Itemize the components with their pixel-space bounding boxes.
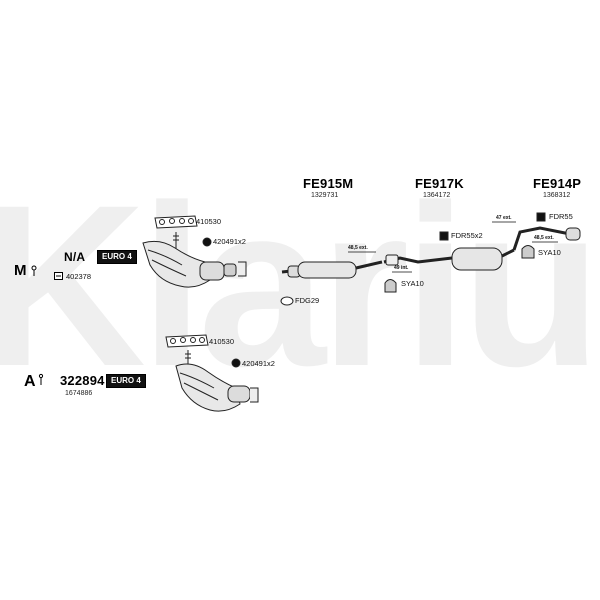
center-silencer-drawing [383,247,515,271]
svg-text:M: M [14,262,27,278]
sya10-left-drawing [384,279,397,293]
svg-text:A: A [24,373,36,388]
rear-pipe-oem: 1368312 [543,192,571,199]
rear-pipe-code: FE914P [533,176,582,191]
dim-label-1: 48,5 ext. [348,245,368,251]
nut-bottom-drawing [231,358,241,368]
dim-label-2: 49 int. [394,265,409,271]
manifold-catalyst-top-drawing [142,240,247,288]
fdr55-drawing [536,212,546,222]
rear-pipe-drawing [512,226,581,251]
auto-part-code: 322894 [60,373,105,388]
manifold-gasket-top-drawing [154,215,198,229]
gasket-top-label: 410530 [196,217,222,226]
automatic-gearbox-icon: A [24,373,44,388]
manifold-catalyst-bottom-drawing [175,363,259,412]
sya10-left-label: SYA10 [401,279,424,288]
engine-na: N/A [64,250,86,264]
fdr55-label: FDR55 [549,212,573,221]
watermark-text: Klarius [0,157,600,414]
euro-badge-manual: EURO 4 [97,250,137,264]
front-pipe-oem: 1329731 [311,192,339,199]
front-pipe-drawing [281,260,383,279]
center-silencer-oem: 1364172 [423,192,451,199]
fdg29-gasket-drawing [280,296,294,306]
nut-bottom-label: 420491x2 [242,359,275,368]
manifold-gasket-bottom-drawing [165,334,209,348]
fdr55x2-label: FDR55x2 [451,231,483,240]
catalyst-icon [54,272,63,280]
nut-top-label: 420491x2 [213,237,246,246]
dim-label-4: 48,5 ext. [534,235,554,241]
cat-code: 402378 [66,272,92,281]
fdr55x2-drawing [439,231,449,241]
center-silencer-code: FE917K [415,176,464,191]
gasket-bottom-label: 410530 [209,337,235,346]
sya10-right-label: SYA10 [538,248,561,257]
dim-label-3: 47 ext. [496,215,512,221]
sya10-right-drawing [521,245,535,259]
nut-top-drawing [202,237,212,247]
stud-top [173,232,179,250]
front-pipe-code: FE915M [303,176,354,191]
auto-oem: 1674886 [65,390,93,397]
manual-gearbox-icon: M [14,262,37,278]
euro-badge-auto: EURO 4 [106,374,146,388]
fdg29-label: FDG29 [295,296,320,305]
